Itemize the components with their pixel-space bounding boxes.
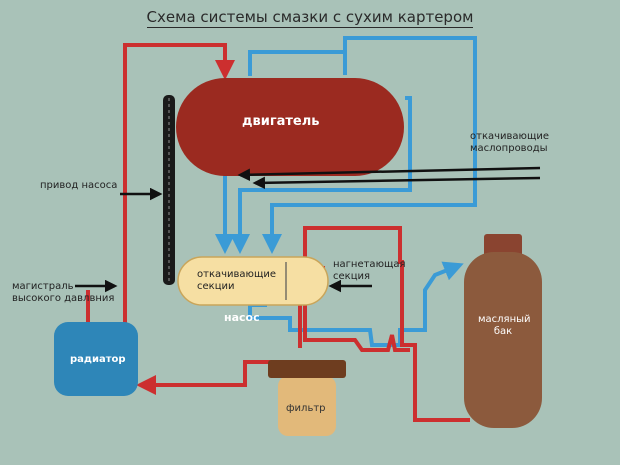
- label-arrows: [75, 166, 541, 293]
- pressure-section-label-line1: нагнетающая: [333, 259, 406, 270]
- pump: [177, 256, 329, 306]
- oil-tank-label-line1: масляный: [478, 314, 531, 325]
- radiator-label: радиатор: [70, 354, 126, 365]
- pump-section-label-line2: секции: [197, 281, 235, 292]
- filter-label: фильтр: [286, 403, 326, 414]
- engine-label: двигатель: [242, 114, 320, 129]
- oil-tank-label: масляный бак: [478, 314, 531, 338]
- high-pressure-line-label: магистраль высокого давлвния: [12, 281, 114, 305]
- oil-tank: [464, 234, 542, 428]
- scavenge-lines-label: откачивающие маслопроводы: [470, 131, 549, 155]
- diagram-title: Схема системы смазки с сухим картером: [146, 8, 474, 28]
- pump-drive-label: привод насоса: [40, 180, 118, 191]
- engine: [176, 78, 404, 176]
- pump-section-label: откачивающие секции: [197, 269, 276, 293]
- radiator: [54, 322, 138, 396]
- oil-tank-label-line2: бак: [493, 326, 513, 337]
- pump-section-label-line1: откачивающие: [197, 269, 277, 280]
- pressure-section-label-line2: секция: [333, 271, 371, 282]
- high-pressure-line-label-line2: высокого давлвния: [12, 293, 115, 304]
- pump-drive-belt: [163, 95, 175, 285]
- pressure-section-label: нагнетающая секция: [333, 259, 406, 283]
- scavenge-lines-label-line2: маслопроводы: [470, 143, 548, 154]
- filter: [268, 360, 346, 436]
- pump-label: насос: [224, 311, 260, 324]
- scavenge-lines: [215, 36, 477, 347]
- pressure-lines: [86, 43, 470, 422]
- high-pressure-line-label-line1: магистраль: [12, 281, 74, 292]
- scavenge-lines-label-line1: откачивающие: [470, 131, 550, 142]
